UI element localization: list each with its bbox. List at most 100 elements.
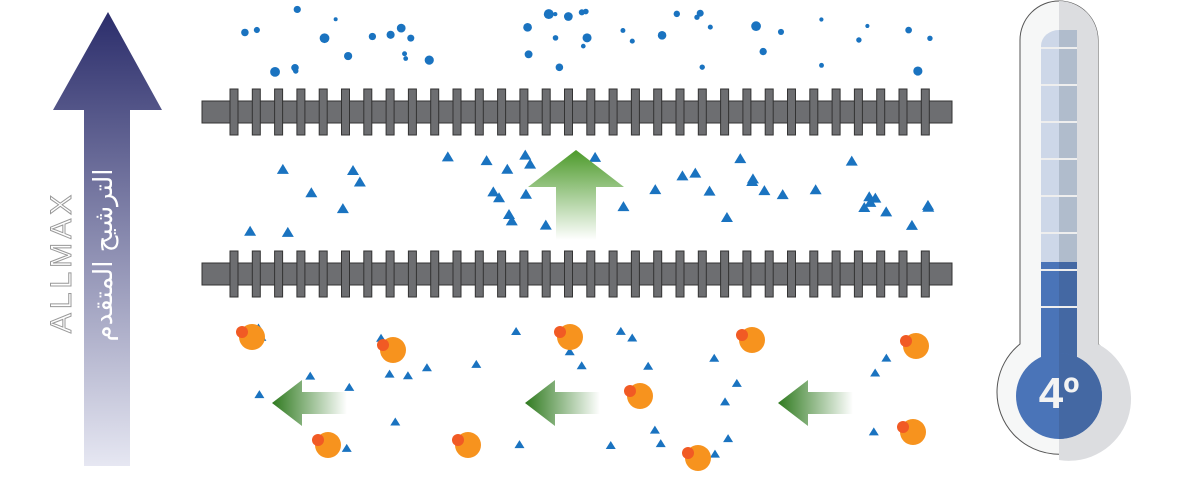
water-molecule [703,185,716,196]
water-molecule [731,378,742,387]
water-molecule [776,189,789,200]
water-molecule [524,50,533,59]
water-molecule [523,22,532,32]
water-molecule [344,51,353,61]
water-molecule [402,51,408,57]
water-molecule [720,397,731,406]
water-molecule [519,188,532,199]
water-molecule [922,201,935,212]
water-molecule [293,5,301,14]
water-molecule [254,390,265,399]
water-molecule [543,9,554,20]
flow-arrow-left [778,380,853,426]
water-molecule [689,167,702,178]
flow-arrow-left [272,380,347,426]
large-up-arrow [53,12,162,466]
water-molecule [699,64,705,70]
water-molecule [578,9,585,16]
contaminant-particle [554,324,583,350]
water-molecule [244,225,257,236]
water-molecule [709,449,720,458]
water-molecule [723,434,734,443]
water-molecule [253,26,260,34]
water-molecule [655,439,666,448]
water-molecule [505,215,518,226]
water-molecule [564,347,575,356]
water-molecule [582,33,592,43]
water-molecule [341,443,352,452]
membrane-2 [201,250,953,298]
water-molecule [751,21,761,32]
water-molecule [519,149,532,160]
water-molecule [905,219,918,230]
water-molecule [576,361,587,370]
temperature-label: 4º [1038,369,1080,418]
water-molecule [493,192,506,203]
water-molecule [424,55,434,65]
water-molecule [809,184,822,195]
water-molecule [241,28,249,37]
water-molecule [487,186,500,197]
water-molecule [524,158,537,169]
contaminant-particle [682,445,711,471]
water-molecule [856,37,862,43]
contaminant-particle [452,432,481,458]
water-molecule [870,368,881,377]
water-molecule [605,441,616,450]
water-molecule [281,226,294,237]
contaminant-particle [897,419,926,445]
contaminant-particle [736,327,765,353]
water-molecule [758,185,771,196]
water-molecule [384,369,395,378]
water-molecule [368,32,377,41]
water-molecule [734,153,747,164]
contaminant-particle [312,432,341,458]
water-molecule [627,333,638,342]
water-molecule [676,170,689,181]
water-molecule [511,327,522,336]
water-molecule [344,382,355,391]
contaminant-particle [377,337,406,363]
contaminant-particle [236,324,265,350]
water-molecule [643,361,654,370]
water-molecule [336,203,349,214]
water-molecule [441,151,454,162]
water-molecule [615,326,626,335]
water-molecule [694,14,700,20]
water-molecule [421,363,432,372]
water-molecule [881,353,892,362]
water-molecule [865,23,870,29]
water-molecule [353,176,366,187]
water-molecule [305,187,318,198]
water-molecule [913,66,923,76]
water-molecule [293,68,299,74]
water-molecule [514,440,525,449]
brand-logo: ALLMAX [45,190,79,334]
thermometer [996,0,1132,461]
flow-arrow-left [525,380,600,426]
water-molecule [819,62,824,68]
water-molecule [707,24,713,30]
water-molecule [696,9,704,17]
water-molecule [869,192,882,203]
water-molecule [777,28,785,35]
water-molecule [563,12,573,21]
water-molecule [927,35,933,42]
water-molecule [553,11,558,17]
water-molecule [539,219,552,230]
water-molecule [649,425,660,434]
water-molecule [552,35,559,41]
water-molecule [501,163,514,174]
water-molecule [657,31,667,40]
water-molecule [305,371,316,380]
water-molecule [617,201,630,212]
water-molecule [390,417,401,426]
water-molecule [649,184,662,195]
water-molecule [673,10,681,18]
arrow-caption: الترشيح المتقدم [89,168,119,342]
water-molecule [333,17,338,22]
water-molecule [580,43,586,49]
water-molecule [864,196,877,207]
